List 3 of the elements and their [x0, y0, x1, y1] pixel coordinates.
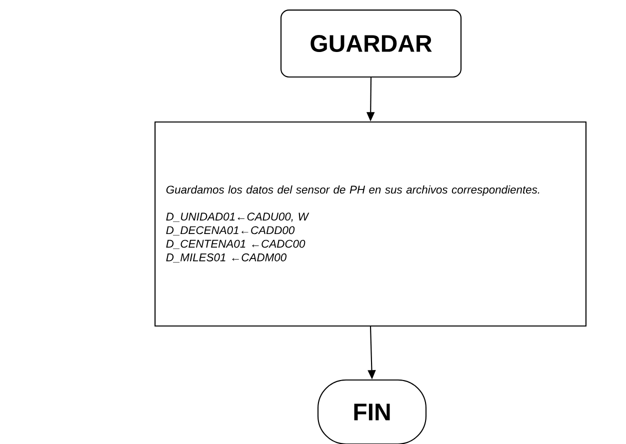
- process-box: Guardamos los datos del sensor de PH en sus archivos correspondientes. D_UNIDAD01←CADU00, W D_DECENA01←CADD00 D_CENTENA01 ←CADC00 D_MILES01 ←CADM00: [154, 121, 586, 327]
- end-terminator: FIN: [317, 379, 427, 444]
- start-box: GUARDAR: [280, 10, 462, 78]
